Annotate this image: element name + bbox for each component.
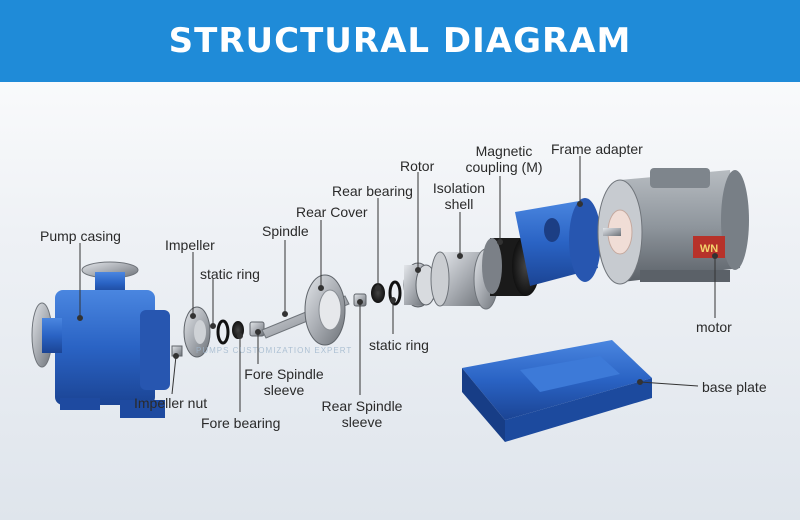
rear-cover-part <box>304 274 346 346</box>
label-magnetic-coupling-line-2: coupling (M) <box>465 159 543 175</box>
label-rear-bearing: Rear bearing <box>332 183 413 199</box>
label-pump-casing: Pump casing <box>40 228 121 244</box>
rear-bearing-part <box>371 283 385 303</box>
motor-badge: WN <box>700 243 718 255</box>
frame-adapter-part <box>515 198 601 286</box>
label-isolation-shell-line-2: shell <box>444 196 474 212</box>
label-isolation-shell: Isolation shell <box>428 180 490 212</box>
leader-base-plate <box>639 381 699 387</box>
label-static-ring-1: static ring <box>200 266 260 282</box>
label-rear-spindle-sleeve-line-2: sleeve <box>341 414 383 430</box>
leader-lines <box>77 156 718 412</box>
label-rear-spindle-sleeve-line-1: Rear Spindle <box>321 398 403 414</box>
label-magnetic-coupling: Magnetic coupling (M) <box>462 143 546 175</box>
label-isolation-shell-line-1: Isolation <box>432 180 486 196</box>
label-fore-spindle-sleeve-line-2: sleeve <box>263 382 305 398</box>
label-frame-adapter: Frame adapter <box>551 141 643 157</box>
title-banner: STRUCTURAL DIAGRAM <box>0 0 800 82</box>
label-spindle: Spindle <box>262 223 309 239</box>
static-ring-1-part <box>216 319 230 345</box>
label-base-plate: base plate <box>702 379 767 395</box>
label-rear-spindle-sleeve: Rear Spindle sleeve <box>320 398 404 430</box>
label-static-ring-2: static ring <box>369 337 429 353</box>
label-rotor: Rotor <box>400 158 435 174</box>
label-fore-bearing: Fore bearing <box>201 415 281 431</box>
page-title: STRUCTURAL DIAGRAM <box>168 21 632 61</box>
static-ring-2-part <box>388 280 402 306</box>
label-motor: motor <box>696 319 732 335</box>
motor-part <box>597 168 749 285</box>
label-impeller-nut: Impeller nut <box>134 395 208 411</box>
label-impeller: Impeller <box>165 237 215 253</box>
label-magnetic-coupling-line-1: Magnetic <box>475 143 533 159</box>
label-rear-cover: Rear Cover <box>296 204 368 220</box>
watermark: PUMPS CUSTOMIZATION EXPERT <box>196 346 353 355</box>
base-plate-part <box>462 340 652 442</box>
label-fore-spindle-sleeve-line-1: Fore Spindle <box>244 366 324 382</box>
leader-impeller-nut <box>171 355 177 395</box>
impeller-part <box>183 306 211 358</box>
label-fore-spindle-sleeve: Fore Spindle sleeve <box>242 366 326 398</box>
